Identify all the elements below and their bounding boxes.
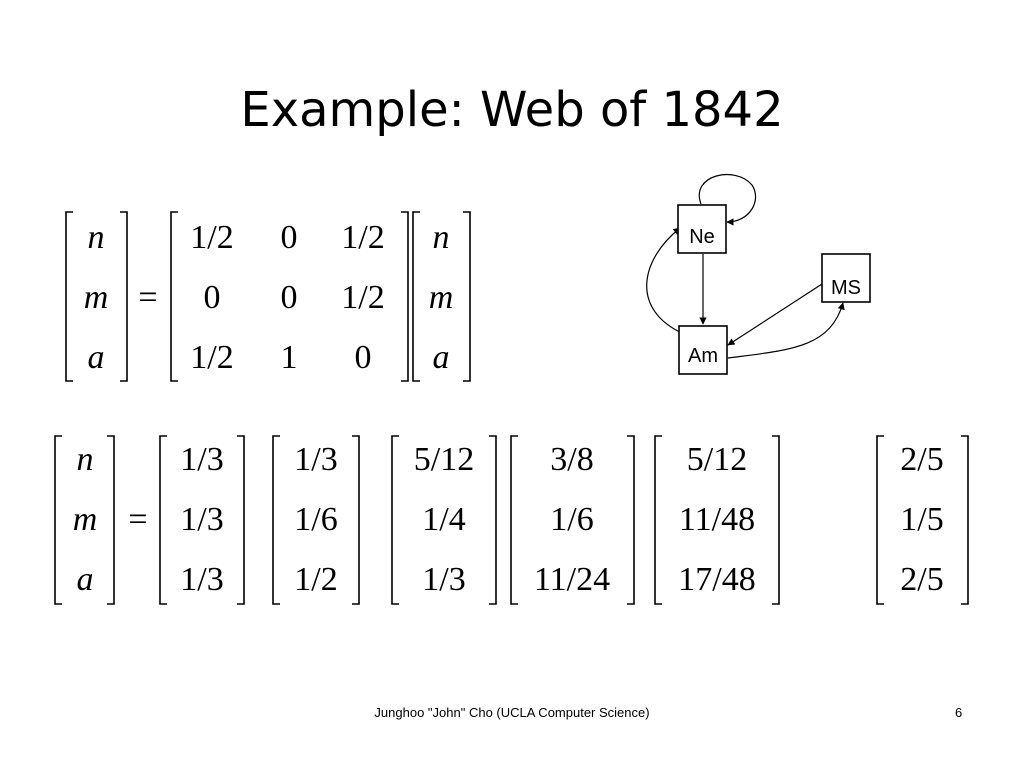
page-number: 6 [955, 705, 963, 720]
bracket-right [237, 435, 245, 605]
bracket-left [391, 435, 399, 605]
lhs-n: n [88, 219, 105, 256]
edge-ne-self-loop [698, 173, 757, 226]
bracket-left [170, 211, 178, 382]
vector-cell: 17/48 [678, 561, 755, 598]
vector-cell: 1/3 [422, 561, 465, 598]
bracket-left [272, 435, 280, 605]
vector-cell: 2/5 [900, 441, 943, 478]
vector-cell: 1/2 [294, 561, 337, 598]
lhs-n: n [77, 441, 94, 478]
bracket-right [489, 435, 497, 605]
iteration-vector: 5/12 1/4 1/3 [391, 435, 497, 605]
node-label: MS [831, 277, 861, 299]
edge-am-to-ms [727, 302, 845, 359]
equals-sign: = [128, 501, 147, 538]
node-ne: Ne [677, 204, 727, 254]
bracket-left [65, 211, 73, 382]
vector-cell: 1/3 [180, 501, 223, 538]
node-ms: MS [821, 253, 871, 303]
bracket-left [654, 435, 662, 605]
iteration-vector-limit: 2/5 1/5 2/5 [876, 435, 969, 605]
matrix-cell: 1/2 [190, 339, 233, 376]
bracket-right [627, 435, 635, 605]
lhs-a: a [88, 339, 105, 376]
slide-footer: Junghoo "John" Cho (UCLA Computer Scienc… [374, 705, 650, 720]
node-label: Am [688, 345, 718, 367]
vector-cell: 3/8 [550, 441, 593, 478]
vector-cell: 1/3 [180, 561, 223, 598]
rhs-m: m [429, 279, 454, 316]
vector-cell: 2/5 [900, 561, 943, 598]
bracket-right [107, 435, 115, 605]
bracket-right [772, 435, 780, 605]
matrix-cell: 1/2 [341, 279, 384, 316]
node-label: Ne [689, 226, 715, 248]
lhs-a: a [77, 561, 94, 598]
matrix-cell: 1/2 [341, 219, 384, 256]
vector-cell: 1/3 [294, 441, 337, 478]
link-graph: Ne MS Am [646, 173, 871, 375]
slide-title: Example: Web of 1842 [240, 82, 784, 138]
bracket-left [159, 435, 167, 605]
vector-cell: 1/6 [294, 501, 337, 538]
rhs-n: n [433, 219, 450, 256]
bracket-right [961, 435, 969, 605]
bracket-right [352, 435, 360, 605]
vector-cell: 5/12 [687, 441, 747, 478]
iteration-vector: 1/3 1/6 1/2 [272, 435, 360, 605]
lhs-m: m [73, 501, 98, 538]
bracket-left [876, 435, 884, 605]
equation-1: n m a = 1/2 0 1/2 0 0 1/2 1/2 1 0 n m a [65, 211, 471, 382]
vector-cell: 1/6 [550, 501, 593, 538]
matrix-cell: 0 [355, 339, 372, 376]
bracket-right [120, 211, 128, 382]
edge-am-to-ne [646, 227, 685, 335]
vector-cell: 1/3 [180, 441, 223, 478]
matrix-cell: 0 [204, 279, 221, 316]
bracket-left [510, 435, 518, 605]
vector-cell: 11/24 [534, 561, 610, 598]
iteration-vector: 3/8 1/6 11/24 [510, 435, 635, 605]
node-am: Am [678, 325, 728, 375]
vector-cell: 5/12 [414, 441, 474, 478]
edge-ms-to-am [727, 283, 823, 346]
rhs-a: a [433, 339, 450, 376]
vector-cell: 11/48 [679, 501, 755, 538]
equation-2: n m a = 1/3 1/3 1/3 1/3 1/6 1/2 5/12 1/4… [54, 435, 969, 605]
iteration-vector: 5/12 11/48 17/48 [654, 435, 780, 605]
equals-sign: = [138, 279, 157, 316]
matrix-cell: 1/2 [190, 219, 233, 256]
vector-cell: 1/5 [900, 501, 943, 538]
bracket-left [54, 435, 62, 605]
vector-cell: 1/4 [422, 501, 465, 538]
iteration-vector: 1/3 1/3 1/3 [159, 435, 245, 605]
matrix-cell: 0 [281, 279, 298, 316]
matrix-cell: 0 [281, 219, 298, 256]
bracket-left [412, 211, 420, 382]
lhs-m: m [84, 279, 109, 316]
bracket-right [463, 211, 471, 382]
matrix-cell: 1 [281, 339, 298, 376]
bracket-right [401, 211, 409, 382]
